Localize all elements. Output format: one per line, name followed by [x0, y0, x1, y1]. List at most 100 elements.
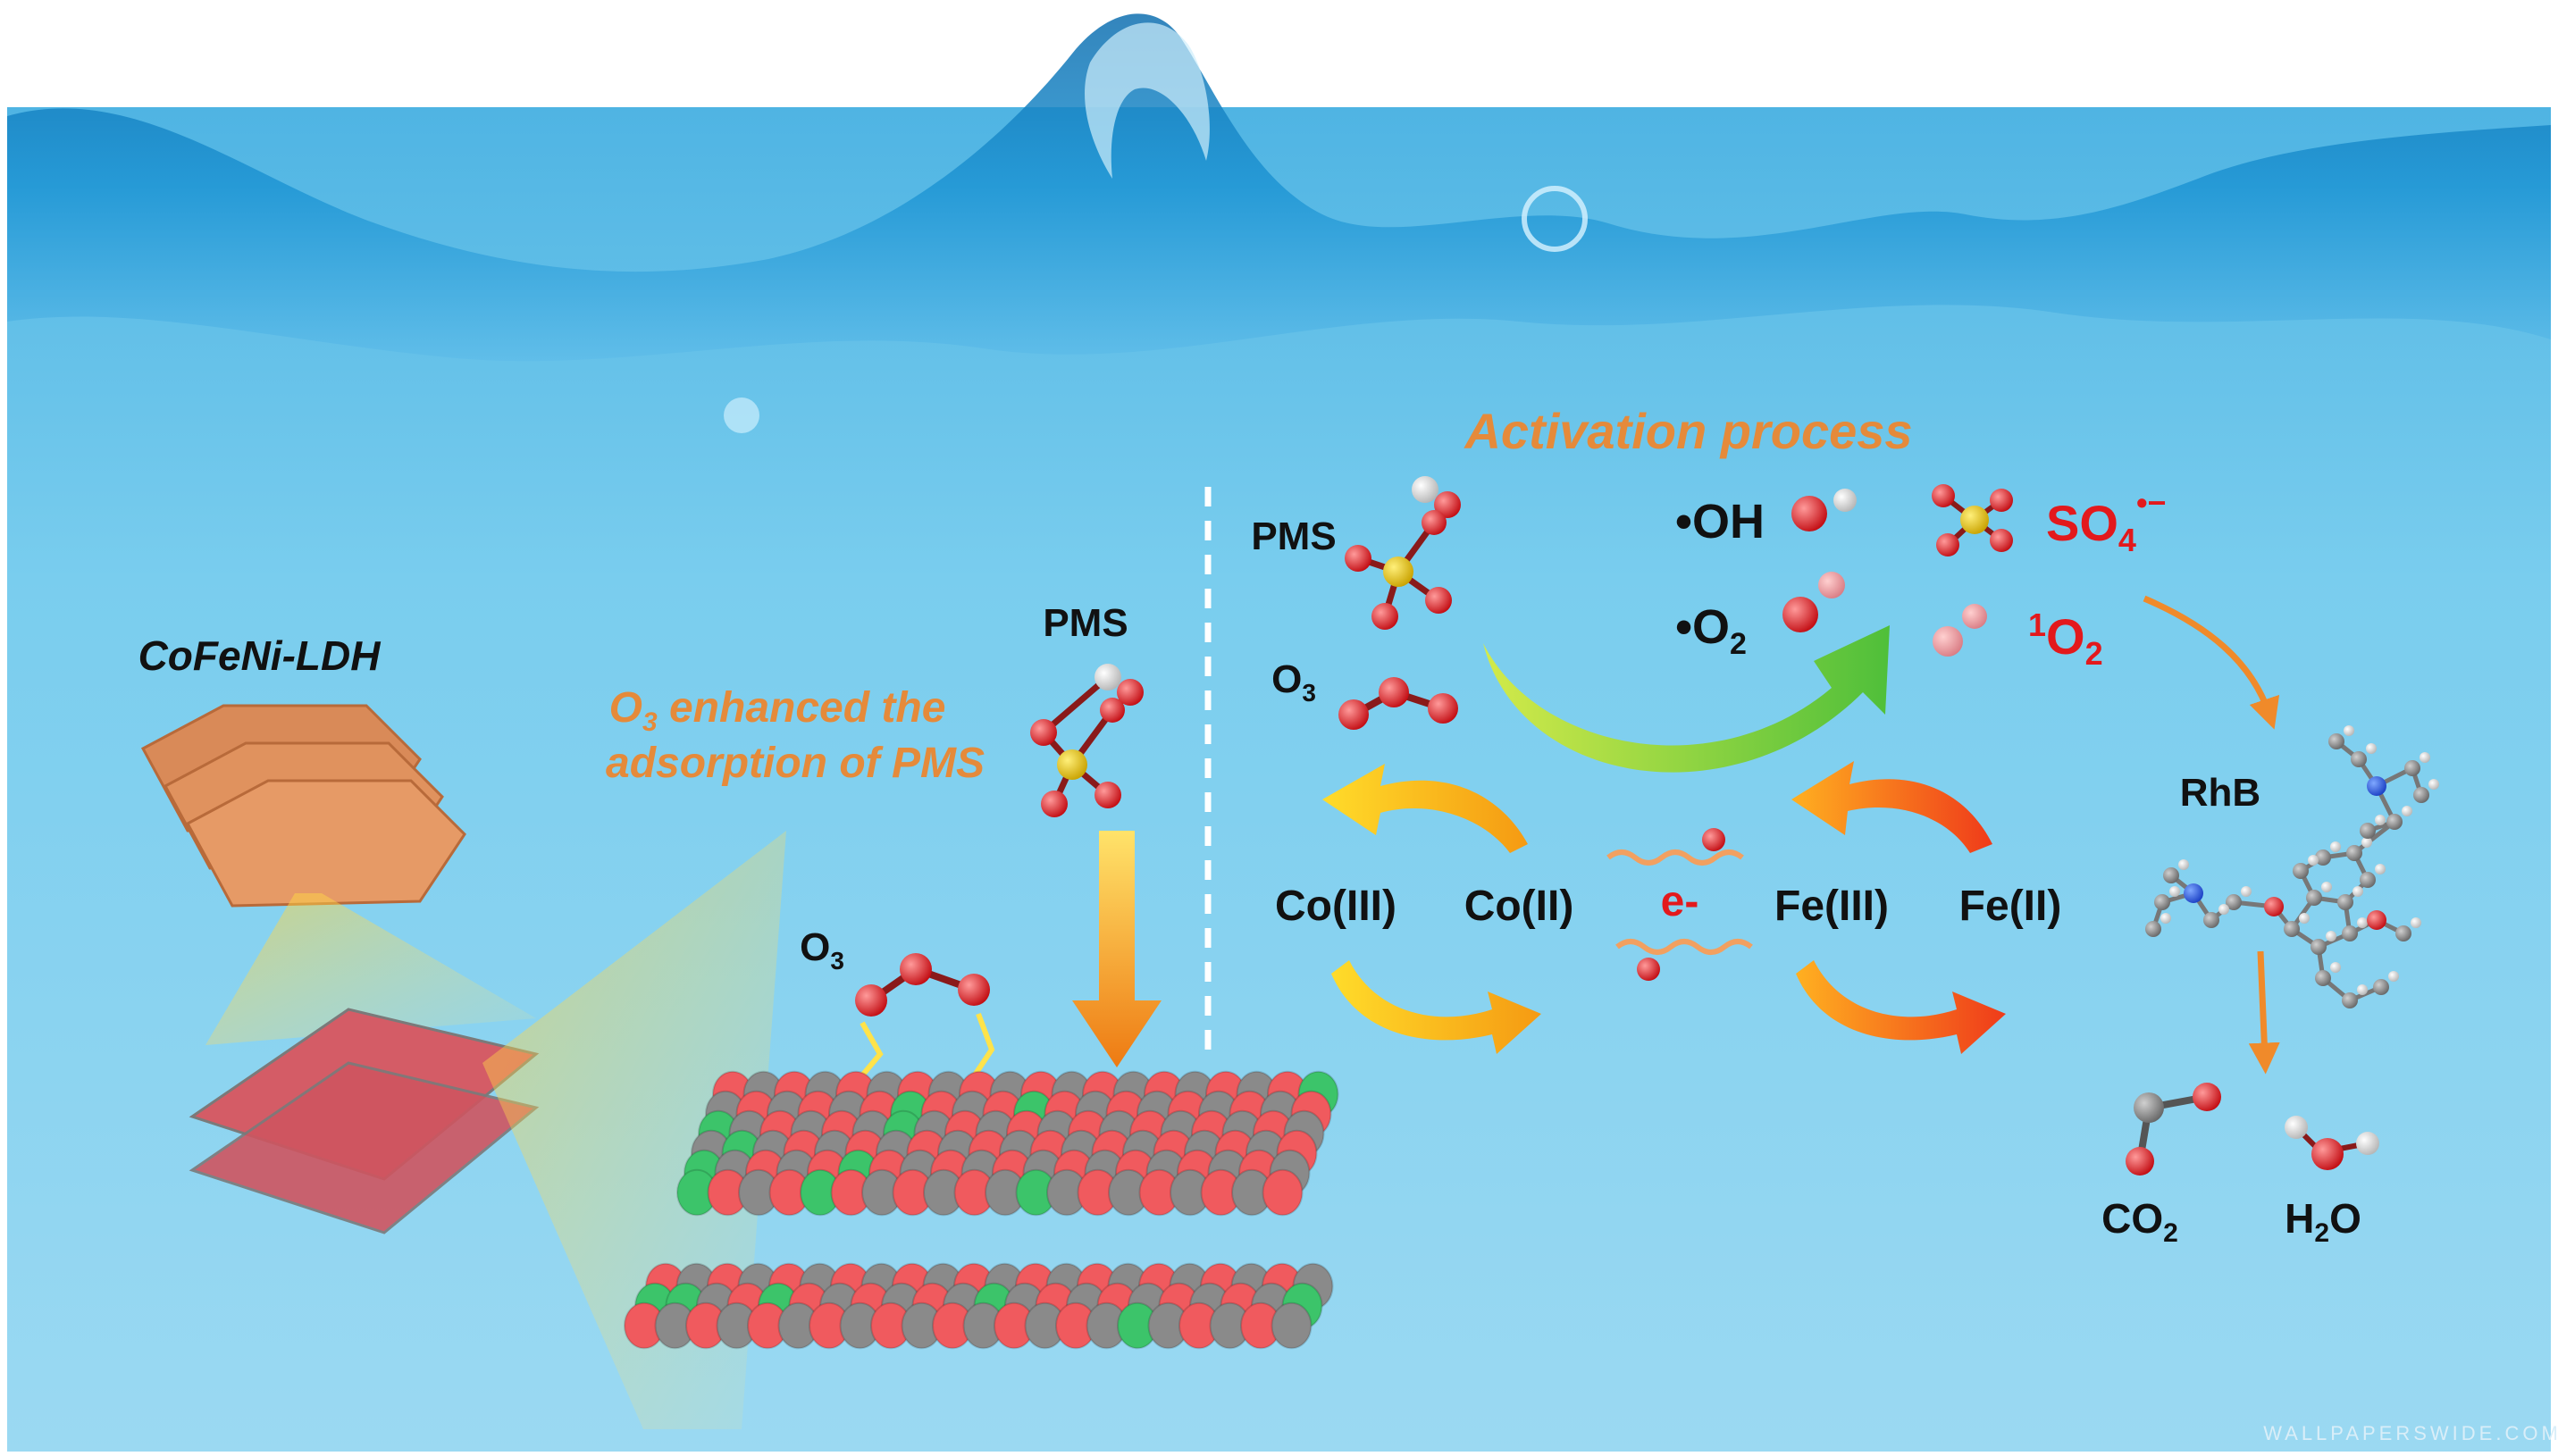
rhb-atom [2293, 863, 2309, 879]
rhb-hydrogen [2388, 971, 2399, 982]
rhb-hydrogen [2321, 882, 2332, 892]
singlet-oxygen-label: 1O2 [2028, 607, 2103, 672]
ldh-lattice-bottom-layer [624, 1262, 1334, 1350]
rhb-atom [2226, 894, 2242, 910]
ozone-annotation-line2: adsorption of PMS [606, 740, 985, 787]
o3-right-label: O3 [1271, 657, 1316, 707]
o3-left-molecule [855, 953, 990, 1017]
green-activation-arrow [1483, 625, 1890, 773]
electron-transfer-waves [1606, 828, 1753, 981]
co-cycle-arrow-top [1322, 764, 1528, 853]
rhb-atom [2306, 890, 2322, 906]
rhb-hydrogen [2330, 962, 2341, 973]
ozone-annotation-line1: O3 enhanced the [609, 684, 946, 737]
rhb-atom [2184, 883, 2203, 903]
rhb-atom [2163, 867, 2179, 883]
iron-iii-label: Fe(III) [1774, 883, 1889, 930]
rhb-molecule [2145, 725, 2439, 1008]
rhb-hydrogen [2402, 806, 2412, 816]
watermark: WALLPAPERSWIDE.COM [2263, 1422, 2558, 1444]
co2-molecule [2126, 1083, 2221, 1176]
rhb-hydrogen [2428, 779, 2439, 790]
fe-cycle-arrow-bottom [1796, 960, 2006, 1054]
rhb-hydrogen [2375, 815, 2386, 825]
rhb-atom [2145, 921, 2161, 937]
rhb-atom [2203, 912, 2219, 928]
ldh-platelets [140, 704, 466, 908]
pms-left-label: PMS [1043, 601, 1128, 645]
water-bubble [1522, 186, 1588, 252]
lightning-down-arrow [1072, 831, 1162, 1067]
water-surface-wave [7, 13, 2551, 362]
rhb-atom [2395, 925, 2411, 941]
rhb-hydrogen [2357, 917, 2368, 928]
rhb-atom [2342, 925, 2358, 941]
rhb-atom [2315, 970, 2331, 986]
rhb-hydrogen [2218, 904, 2229, 915]
ldh-lattice-top-layer [676, 1070, 1339, 1217]
rhb-hydrogen [2411, 917, 2421, 928]
lattice-atom [1262, 1168, 1304, 1217]
co2-product-label: CO2 [2101, 1195, 2178, 1248]
arrow-to-rhb [2143, 595, 2280, 730]
arrow-to-products [2248, 950, 2280, 1075]
water-splash [1085, 22, 1210, 179]
rhb-hydrogen [2375, 864, 2386, 874]
superoxide-radical-label: •O2 [1675, 600, 1747, 661]
pms-right-molecule [1345, 476, 1461, 630]
rhb-label: RhB [2180, 771, 2260, 815]
rhb-hydrogen [2366, 743, 2377, 754]
electron-label: e- [1661, 878, 1699, 925]
zoom-beam-left [205, 893, 536, 1045]
rhb-hydrogen [2420, 752, 2430, 763]
rhb-atom [2373, 979, 2389, 995]
sulfate-radical-label: SO4•− [2046, 484, 2167, 558]
rhb-atom [2264, 897, 2284, 916]
rhb-hydrogen [2353, 886, 2363, 897]
rhb-hydrogen [2178, 859, 2189, 870]
rhb-atom [2386, 814, 2403, 830]
cobalt-ii-label: Co(II) [1464, 883, 1574, 930]
rhb-atom [2360, 823, 2376, 839]
rhb-atom [2284, 921, 2300, 937]
rhb-hydrogen [2308, 855, 2319, 866]
rhb-hydrogen [2344, 725, 2354, 736]
hydroxyl-radical-label: •OH [1675, 495, 1765, 548]
superoxide-molecule [1782, 572, 1845, 632]
rhb-bond [2353, 820, 2396, 855]
h2o-molecule [2285, 1116, 2379, 1170]
iron-ii-label: Fe(II) [1959, 883, 2062, 930]
rhb-atom [2346, 845, 2362, 861]
rhb-atom [2360, 872, 2376, 888]
rhb-hydrogen [2160, 913, 2171, 924]
rhb-hydrogen [2326, 931, 2336, 941]
water-droplet [724, 397, 759, 433]
rhb-atom [2328, 733, 2344, 749]
co-cycle-arrow-bottom [1331, 960, 1541, 1054]
fe-cycle-arrow-top [1791, 761, 1992, 853]
material-label: CoFeNi-LDH [138, 632, 382, 679]
rhb-atom [2367, 776, 2386, 796]
rhb-hydrogen [2169, 886, 2180, 897]
rhb-atom [2351, 751, 2367, 767]
rhb-atom [2315, 849, 2331, 866]
rhb-hydrogen [2241, 886, 2252, 897]
lattice-atom [1271, 1301, 1313, 1350]
activation-process-title: Activation process [1463, 403, 1912, 459]
rhb-hydrogen [2357, 984, 2368, 995]
pms-right-label: PMS [1251, 515, 1336, 558]
rhb-atom [2404, 760, 2420, 776]
hydroxyl-molecule [1791, 489, 1857, 531]
rhb-hydrogen [2361, 837, 2372, 848]
h2o-product-label: H2O [2285, 1195, 2361, 1248]
sulfate-molecule [1932, 484, 2013, 556]
rhb-hydrogen [2299, 913, 2310, 924]
rhb-atom [2154, 894, 2170, 910]
o3-left-label: O3 [800, 925, 844, 975]
rhb-atom [2413, 787, 2429, 803]
singlet-oxygen-molecule [1933, 604, 1987, 657]
pms-left-molecule [1030, 664, 1144, 817]
cobalt-iii-label: Co(III) [1275, 883, 1396, 930]
rhb-atom [2337, 894, 2353, 910]
